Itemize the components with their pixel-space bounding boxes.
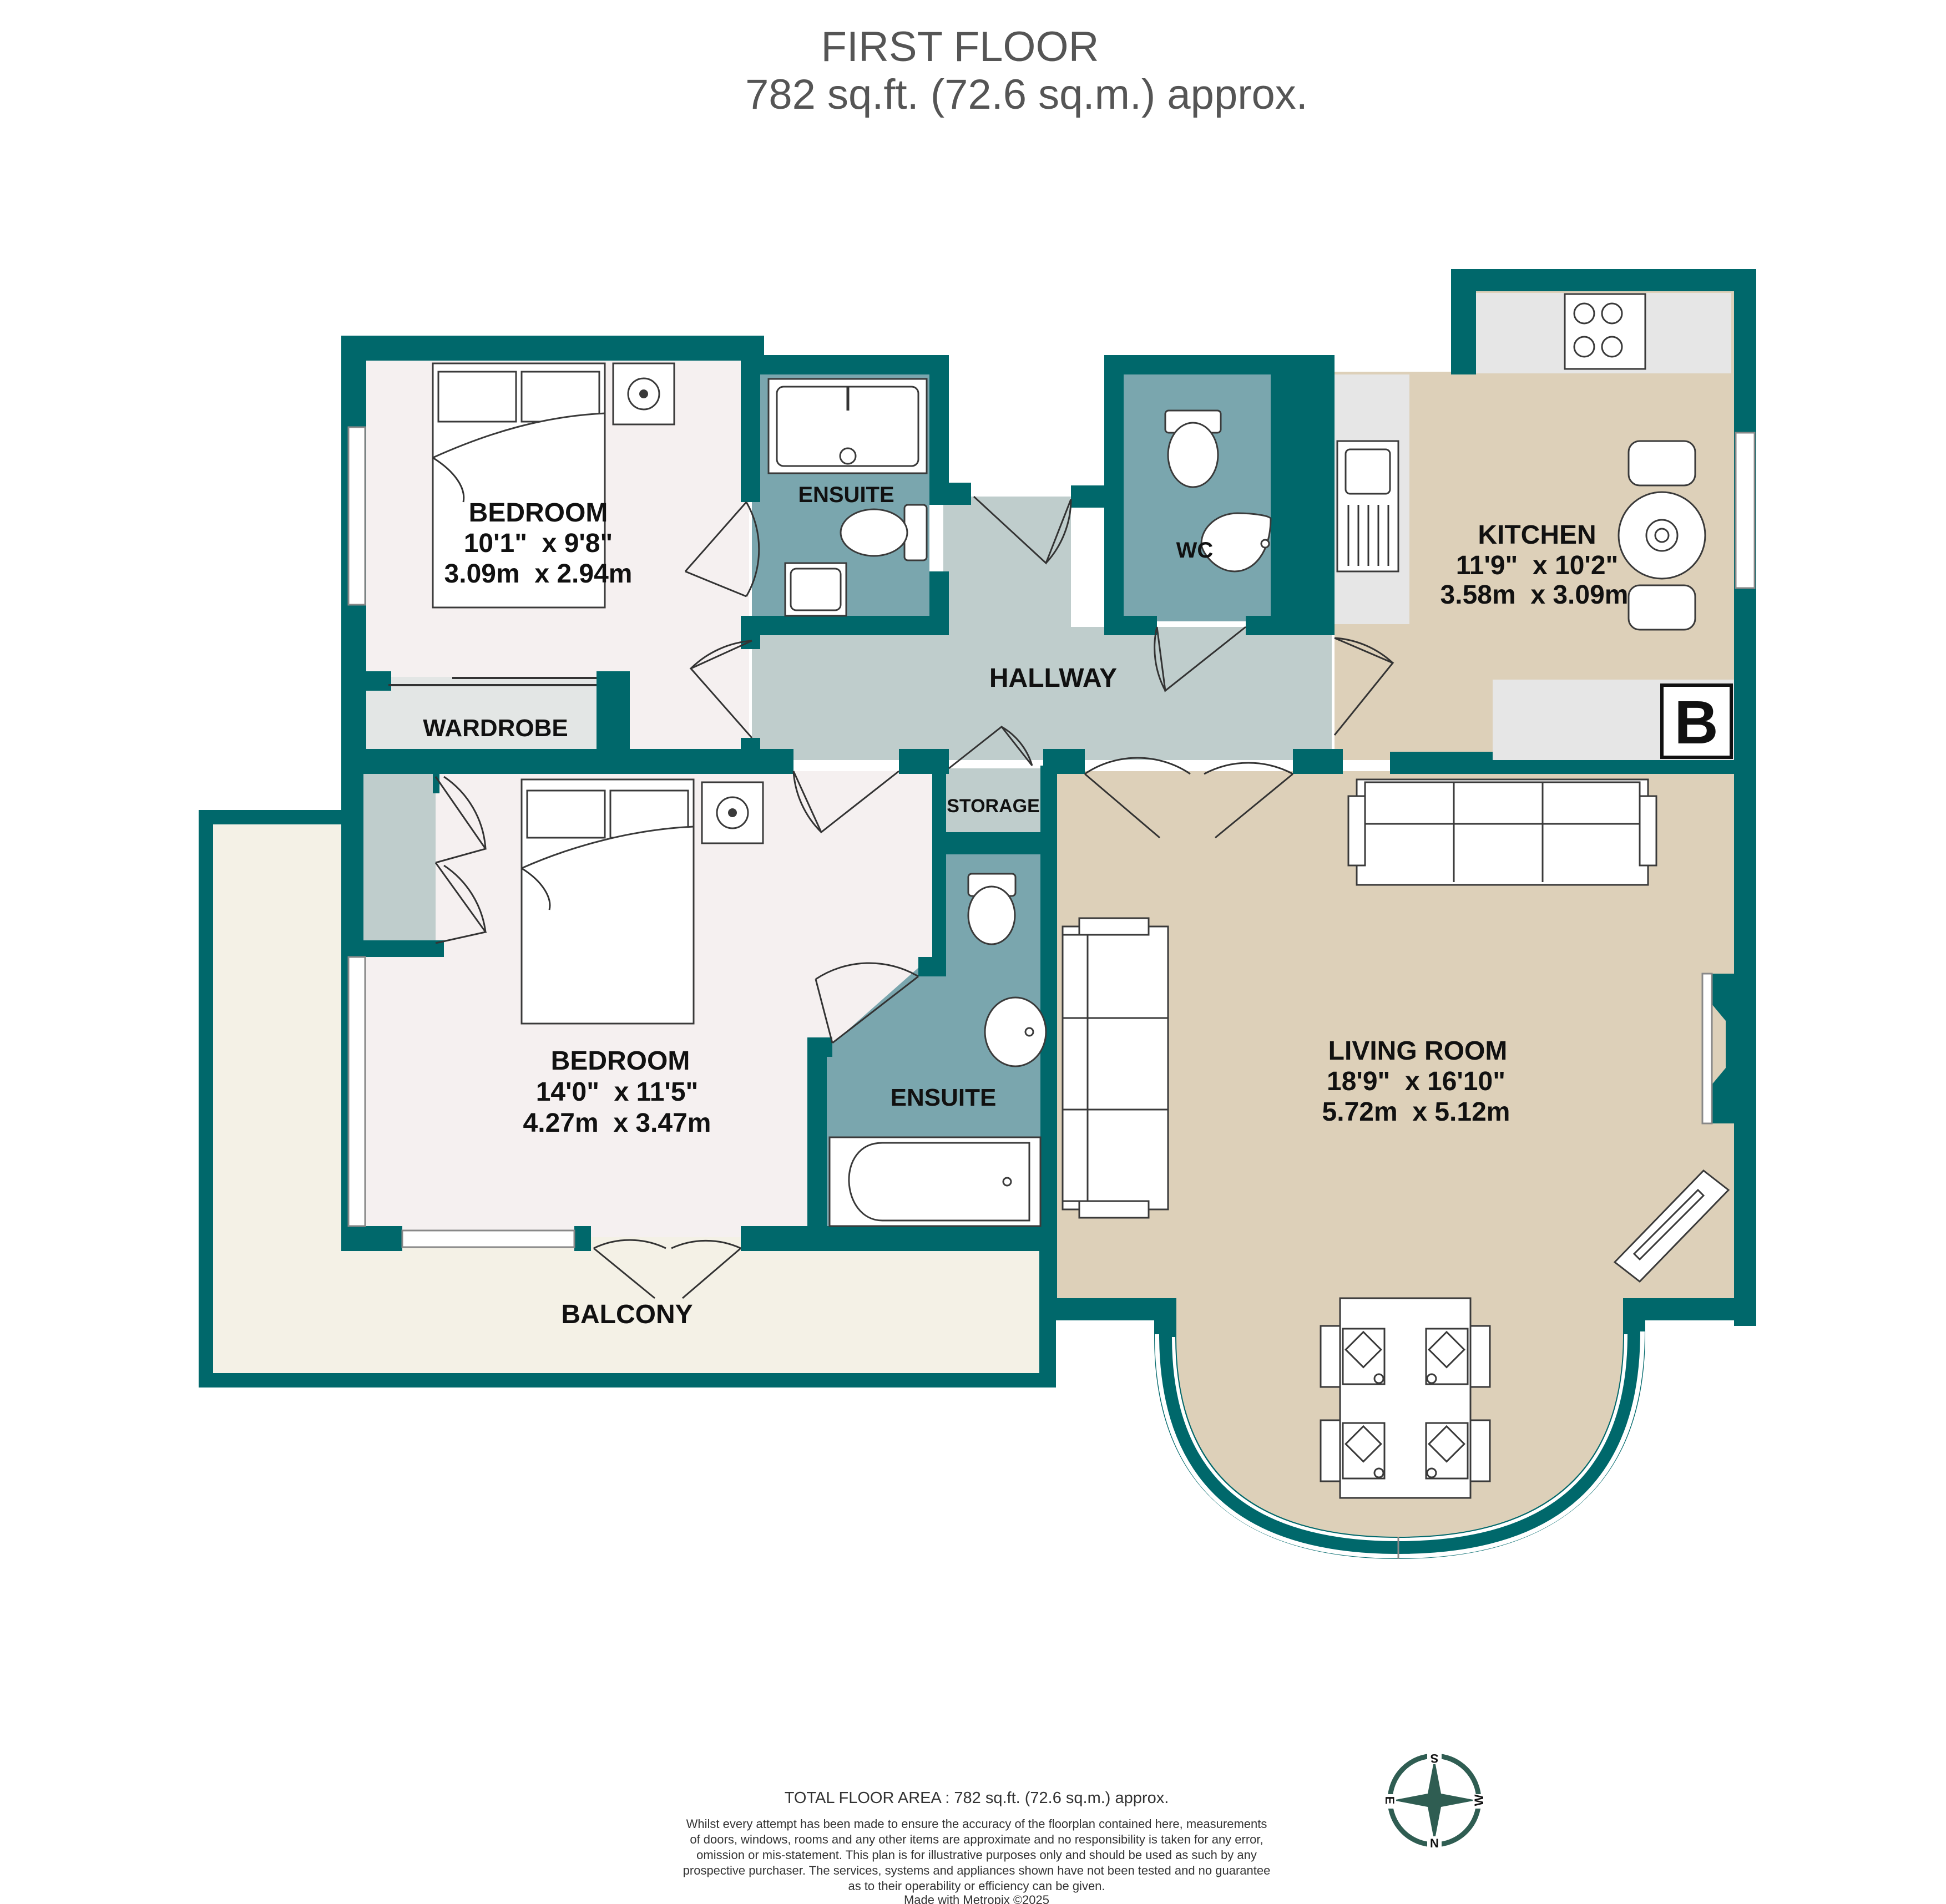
- living-metric: 5.72m x 5.12m: [1322, 1097, 1510, 1127]
- credit: Made with Metropix ©2025: [904, 1893, 1049, 1904]
- shower-ensuite1: [767, 378, 928, 474]
- basin-wc: [1200, 512, 1272, 573]
- window-bedroom2-bottom: [401, 1229, 575, 1248]
- door-bedroom1-hall: [689, 640, 753, 738]
- living-floor: [1057, 771, 1734, 1537]
- door-ensuite1: [973, 495, 1072, 565]
- boiler: B: [1660, 683, 1733, 759]
- doors: [434, 495, 1394, 1299]
- kitchen-floor: [1335, 288, 1734, 760]
- window-bedroom1: [347, 426, 366, 606]
- toilet-ensuite2: [967, 873, 1017, 945]
- disclaimer-line-4: prospective purchaser. The services, sys…: [683, 1864, 1271, 1877]
- compass-north: N: [1430, 1836, 1439, 1850]
- room-floors: [199, 288, 1734, 1537]
- kitchen-sink: [1336, 440, 1399, 573]
- living-name: LIVING ROOM: [1328, 1036, 1508, 1066]
- compass-west: W: [1472, 1794, 1486, 1806]
- closet-floor: [363, 774, 436, 940]
- basin-ensuite2: [984, 996, 1047, 1067]
- door-storage: [948, 725, 1033, 769]
- bedroom1-metric: 3.09m x 2.94m: [444, 559, 633, 589]
- disclaimer-line-2: of doors, windows, rooms and any other i…: [690, 1832, 1263, 1846]
- disclaimer-line-3: omission or mis-statement. This plan is …: [696, 1848, 1257, 1862]
- door-kitchen: [1333, 637, 1394, 736]
- kitchen-imperial: 11'9" x 10'2": [1456, 551, 1619, 580]
- wc-name: WC: [1176, 538, 1214, 563]
- hallway-floor: [752, 497, 1332, 760]
- disclaimer-line-5: as to their operability or efficiency ca…: [848, 1879, 1105, 1893]
- sofa-top: [1347, 778, 1657, 886]
- wardrobe-name: WARDROBE: [423, 715, 568, 742]
- compass-rose-icon: S N E W: [1383, 1751, 1486, 1850]
- door-living: [1084, 757, 1293, 839]
- dining-table: [1320, 1297, 1491, 1499]
- ensuite2-name: ENSUITE: [891, 1084, 997, 1111]
- balcony-name: BALCONY: [561, 1300, 693, 1329]
- bedroom2-metric: 4.27m x 3.47m: [523, 1108, 711, 1138]
- total-area: TOTAL FLOOR AREA : 782 sq.ft. (72.6 sq.m…: [785, 1789, 1169, 1807]
- kitchen-name: KITCHEN: [1478, 520, 1596, 550]
- fixtures: B: [388, 293, 1734, 1499]
- floor-title: FIRST FLOOR: [821, 23, 1099, 70]
- wardrobe-floor: [363, 677, 624, 760]
- ensuite1-name: ENSUITE: [798, 483, 894, 507]
- door-balcony: [593, 1239, 741, 1299]
- bed-bedroom1: [432, 362, 606, 609]
- bedroom1-name: BEDROOM: [469, 498, 608, 528]
- door-closet: [434, 776, 487, 944]
- basin-ensuite1: [784, 562, 847, 617]
- door-bedroom1: [684, 502, 760, 597]
- storage-floor: [943, 768, 1040, 832]
- window-bedroom2: [347, 956, 366, 1227]
- bedroom2-imperial: 14'0" x 11'5": [536, 1077, 699, 1107]
- window-kitchen: [1735, 432, 1756, 589]
- bedroom2-name: BEDROOM: [551, 1046, 690, 1076]
- windows: [347, 426, 1756, 1559]
- door-wc: [1154, 626, 1246, 692]
- kitchen-table: [1618, 440, 1706, 631]
- compass-east: E: [1383, 1796, 1397, 1805]
- toilet-wc: [1164, 409, 1222, 488]
- bath-ensuite2: [828, 1136, 1042, 1227]
- living-imperial: 18'9" x 16'10": [1327, 1067, 1505, 1096]
- bedroom1-imperial: 10'1" x 9'8": [464, 529, 613, 558]
- hallway-name: HALLWAY: [989, 664, 1117, 693]
- boiler-label: B: [1674, 688, 1718, 757]
- door-ensuite2: [815, 962, 919, 1044]
- bedside-table-2: [701, 781, 764, 844]
- footer: TOTAL FLOOR AREA : 782 sq.ft. (72.6 sq.m…: [683, 1789, 1271, 1904]
- storage-name: STORAGE: [947, 796, 1040, 817]
- window-living: [1701, 973, 1713, 1125]
- tv-unit: [1613, 1169, 1730, 1283]
- sofa-left: [1062, 917, 1169, 1219]
- bed-bedroom2: [520, 778, 695, 1025]
- toilet-ensuite1: [840, 504, 928, 561]
- door-bedroom2: [792, 770, 899, 834]
- bedside-table-1: [612, 362, 675, 426]
- hob: [1564, 293, 1646, 370]
- floor-area: 782 sq.ft. (72.6 sq.m.) approx.: [745, 71, 1308, 118]
- kitchen-metric: 3.58m x 3.09m: [1440, 580, 1629, 610]
- disclaimer-line-1: Whilst every attempt has been made to en…: [686, 1817, 1267, 1831]
- room-labels: BEDROOM 10'1" x 9'8" 3.09m x 2.94m ENSUI…: [423, 483, 1628, 1329]
- compass-south: S: [1431, 1751, 1439, 1765]
